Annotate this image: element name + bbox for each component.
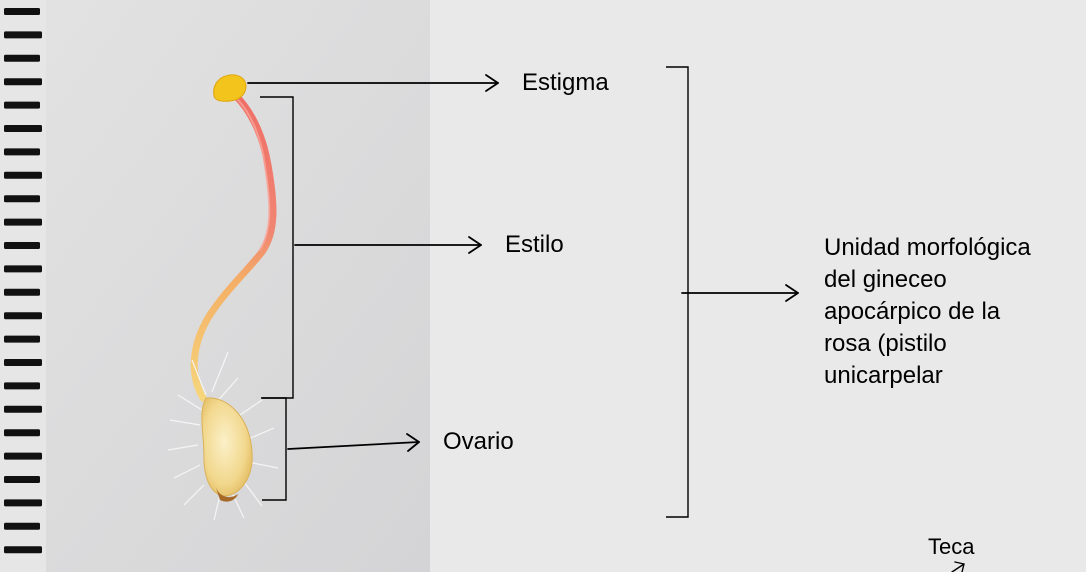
ruler-mark bbox=[4, 359, 42, 366]
ruler-mark bbox=[4, 523, 40, 530]
ruler-mark bbox=[4, 78, 42, 85]
unit-description-line: Unidad morfológica bbox=[824, 232, 1086, 264]
ruler-mark bbox=[4, 242, 40, 249]
ruler-mark bbox=[4, 546, 42, 553]
unit-bracket bbox=[666, 67, 688, 517]
unit-description-line: unicarpelar bbox=[824, 360, 1086, 392]
ruler-mark bbox=[4, 476, 40, 483]
ruler-mark bbox=[4, 429, 40, 436]
unit-description-line: rosa (pistilo bbox=[824, 328, 1086, 360]
ruler-mark bbox=[4, 102, 40, 109]
label-estilo: Estilo bbox=[505, 233, 564, 257]
ruler-mark bbox=[4, 265, 42, 272]
unit-description: Unidad morfológica del gineceo apocárpic… bbox=[824, 232, 1086, 392]
ruler-mark bbox=[4, 499, 42, 506]
unit-description-line: del gineceo bbox=[824, 264, 1086, 296]
label-estigma: Estigma bbox=[522, 71, 609, 95]
unit-arrow bbox=[682, 285, 798, 301]
unit-description-line: apocárpico de la bbox=[824, 296, 1086, 328]
ruler-mark bbox=[4, 289, 40, 296]
ruler-mark bbox=[4, 406, 42, 413]
ruler-mark bbox=[4, 382, 40, 389]
ruler-mark bbox=[4, 55, 40, 62]
ruler-mark bbox=[4, 453, 42, 460]
label-ovario: Ovario bbox=[443, 430, 514, 454]
ruler-mark bbox=[4, 172, 42, 179]
ruler-mark bbox=[4, 8, 40, 15]
ruler-mark bbox=[4, 219, 42, 226]
pistil-photo bbox=[0, 0, 430, 572]
ruler-mark bbox=[4, 31, 42, 38]
ruler-mark bbox=[4, 125, 42, 132]
label-teca: Teca bbox=[928, 536, 974, 558]
ruler-strip bbox=[0, 0, 46, 572]
ruler-mark bbox=[4, 312, 42, 319]
ruler-mark bbox=[4, 195, 40, 202]
teca-arrow bbox=[952, 562, 964, 572]
ruler-mark bbox=[4, 336, 40, 343]
ruler-mark bbox=[4, 148, 40, 155]
